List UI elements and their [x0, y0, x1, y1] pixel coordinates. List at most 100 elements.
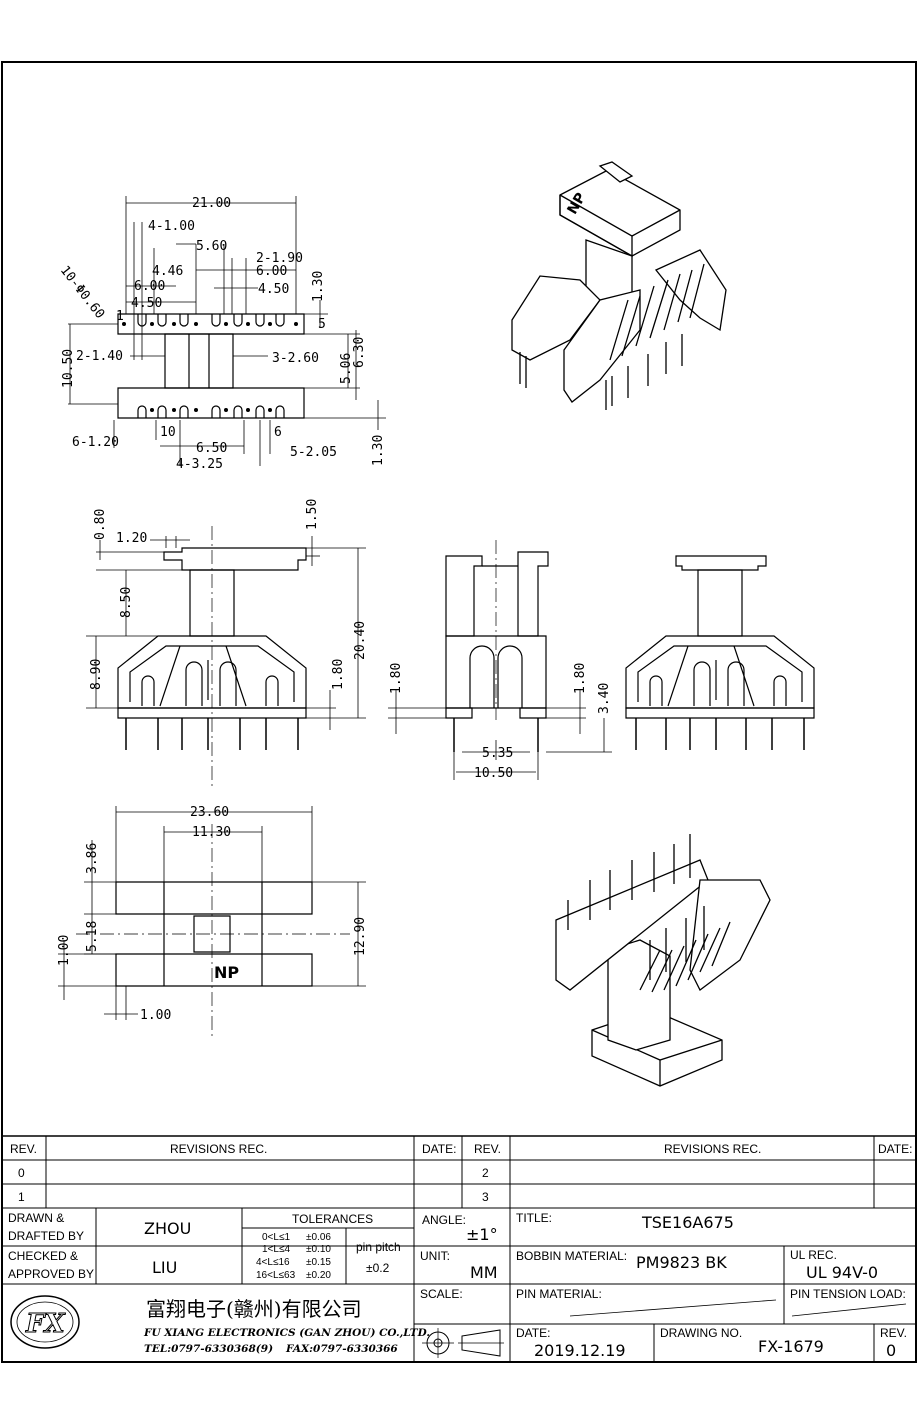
- fx-logo: [11, 1296, 79, 1348]
- dim-4-1-00: 4-1.00: [148, 219, 195, 234]
- dim-1-80-side-left: 1.80: [389, 663, 404, 694]
- dim-8-90: 8.90: [89, 659, 104, 690]
- side-view-labels: 1.80 1.80 3.40 5.35 10.50: [389, 663, 612, 781]
- side-view: [388, 540, 612, 780]
- date-label: DATE:: [516, 1326, 550, 1340]
- dim-0-80: 0.80: [93, 509, 108, 540]
- pin-number-10: 10: [160, 425, 176, 440]
- dim-1-20: 1.20: [116, 531, 147, 546]
- rev-value: 0: [886, 1341, 896, 1360]
- dim-1-80-side-right: 1.80: [573, 663, 588, 694]
- logo-text: FX: [25, 1309, 66, 1339]
- unit-label: UNIT:: [420, 1249, 450, 1263]
- company-fax: FAX:0797-6330366: [285, 1343, 398, 1355]
- dim-1-00-left: 1.00: [57, 935, 72, 966]
- unit-value: MM: [470, 1263, 498, 1282]
- dim-10-50: 10.50: [61, 349, 76, 388]
- bobbin-material-label: BOBBIN MATERIAL:: [516, 1249, 627, 1263]
- scale-label: SCALE:: [420, 1287, 463, 1301]
- revisions-header-2: REVISIONS REC.: [664, 1142, 761, 1156]
- angle-value: ±1°: [466, 1225, 498, 1244]
- dim-6-00-left: 6.00: [134, 279, 165, 294]
- revisions-header: REVISIONS REC.: [170, 1142, 267, 1156]
- dim-3-40: 3.40: [597, 683, 612, 714]
- dim-12-90: 12.90: [353, 917, 368, 956]
- tolerances-label: TOLERANCES: [292, 1212, 373, 1226]
- rev-label: REV.: [880, 1326, 907, 1340]
- date-value: 2019.12.19: [534, 1341, 626, 1360]
- dim-2-1-90: 2-1.90: [256, 251, 303, 266]
- dim-4-46: 4.46: [152, 264, 183, 279]
- drawing-no-label: DRAWING NO.: [660, 1326, 742, 1340]
- dim-6-50: 6.50: [196, 441, 227, 456]
- title-block-labels: REV. REVISIONS REC. DATE: REV. REVISIONS…: [8, 1142, 912, 1360]
- dim-6-1-20: 6-1.20: [72, 435, 119, 450]
- dim-4-3-25: 4-3.25: [176, 457, 223, 472]
- pin-number-1: 1: [116, 309, 124, 324]
- dim-1-80-front: 1.80: [331, 659, 346, 690]
- title-block: [2, 1136, 916, 1362]
- dim-5-2-05: 5-2.05: [290, 445, 337, 460]
- angle-label: ANGLE:: [422, 1213, 466, 1227]
- company-tel: TEL:0797-6330368(9): [144, 1343, 273, 1355]
- drawn-label: DRAWN &: [8, 1211, 64, 1225]
- rev-header-2: REV.: [474, 1142, 501, 1156]
- tol-value-2: ±0.15: [306, 1257, 331, 1268]
- drawing-no-value: FX-1679: [758, 1337, 824, 1356]
- bottom-view: NP: [58, 806, 366, 1040]
- date-header-2: DATE:: [878, 1142, 912, 1156]
- front-view: [86, 526, 366, 786]
- ul-rec-value: UL 94V-0: [806, 1263, 878, 1282]
- dim-6-00-right: 6.00: [256, 264, 287, 279]
- rev-3: 3: [482, 1190, 489, 1204]
- dim-20-40: 20.40: [353, 621, 368, 660]
- bottom-view-labels: 23.60 11.30 3.86 5.18 1.00 12.90 1.00: [57, 805, 368, 1023]
- bobbin-material-value: PM9823 BK: [636, 1253, 727, 1272]
- rev-0: 0: [18, 1166, 25, 1180]
- dim-2-1-40: 2-1.40: [76, 349, 123, 364]
- company-name-cn: 富翔电子(赣州)有限公司: [146, 1297, 362, 1321]
- drawing-frame: [2, 62, 916, 1362]
- date-header: DATE:: [422, 1142, 456, 1156]
- drawn-by-value: ZHOU: [144, 1219, 191, 1238]
- np-marking: NP: [214, 963, 239, 982]
- tol-value-0: ±0.06: [306, 1232, 331, 1243]
- pin-material-label: PIN MATERIAL:: [516, 1287, 602, 1301]
- top-view: [68, 196, 386, 466]
- dim-3-86: 3.86: [85, 843, 100, 874]
- dim-4-50-left: 4.50: [131, 296, 162, 311]
- rear-view: [626, 556, 814, 750]
- approved-label: APPROVED BY: [8, 1267, 94, 1281]
- dim-3-2-60: 3-2.60: [272, 351, 319, 366]
- rev-header: REV.: [10, 1142, 37, 1156]
- rev-2: 2: [482, 1166, 489, 1180]
- checked-label: CHECKED &: [8, 1249, 78, 1263]
- dim-1-30-bottom: 1.30: [371, 435, 386, 466]
- dim-6-30: 6.30: [352, 337, 367, 368]
- dim-21-00: 21.00: [192, 196, 231, 211]
- pin-number-6: 6: [274, 425, 282, 440]
- tol-range-0: 0<L≤1: [262, 1232, 290, 1243]
- dim-10-phi-0-60: 10-Φ0.60: [57, 263, 107, 322]
- dim-11-30: 11.30: [192, 825, 231, 840]
- pin-pitch-value: ±0.2: [366, 1261, 390, 1275]
- checked-by-value: LIU: [152, 1258, 177, 1277]
- pin-pitch-label: pin pitch: [356, 1240, 401, 1254]
- dim-5-18: 5.18: [85, 921, 100, 952]
- ul-rec-label: UL REC.: [790, 1248, 837, 1262]
- company-name-en: FU XIANG ELECTRONICS (GAN ZHOU) CO.,LTD.: [143, 1327, 430, 1339]
- pin-tension-label: PIN TENSION LOAD:: [790, 1287, 906, 1301]
- title-value: TSE16A675: [641, 1213, 734, 1232]
- dim-1-30: 1.30: [311, 271, 326, 302]
- dim-1-50: 1.50: [305, 499, 320, 530]
- dim-4-50-right: 4.50: [258, 282, 289, 297]
- title-label: TITLE:: [516, 1211, 552, 1225]
- tol-range-3: 16<L≤63: [256, 1270, 296, 1281]
- dim-23-60: 23.60: [190, 805, 229, 820]
- drafted-label: DRAFTED BY: [8, 1229, 84, 1243]
- dim-8-50: 8.50: [119, 587, 134, 618]
- front-view-labels: 0.80 1.20 1.50 8.50 20.40 8.90 1.80: [89, 499, 368, 690]
- tol-value-3: ±0.20: [306, 1270, 331, 1281]
- tol-range-1: 1<L≤4: [262, 1244, 290, 1255]
